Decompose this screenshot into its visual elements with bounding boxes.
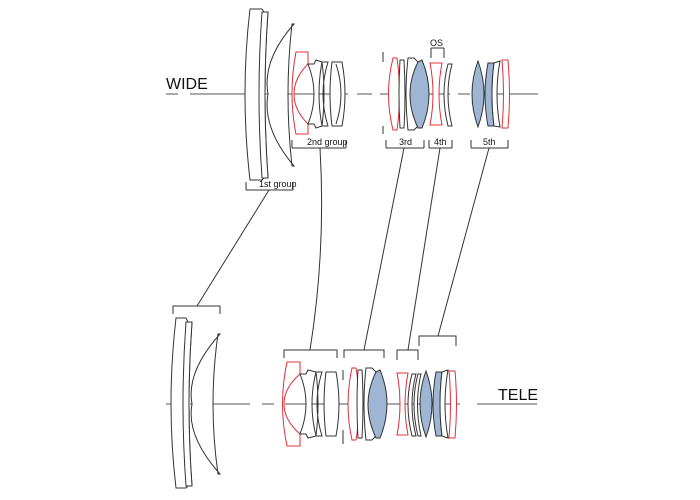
wide-group-brackets: 1st group 2nd group 3rd 4th 5th <box>245 137 509 191</box>
group-1-label: 1st group <box>259 179 297 189</box>
group-3-label: 3rd <box>399 137 412 147</box>
lens-element <box>356 369 364 439</box>
lens-element <box>398 59 406 129</box>
group-3-wide <box>388 57 430 131</box>
group-1-movement-line <box>196 189 270 307</box>
group-5-wide <box>471 59 510 129</box>
lens-element <box>491 60 501 128</box>
lens-element <box>258 11 269 179</box>
lens-element <box>407 373 417 437</box>
group-2-tele-bracket <box>283 349 338 358</box>
lens-element-highlighted <box>409 59 430 129</box>
group-2-label: 2nd group <box>307 137 348 147</box>
group-1-wide <box>244 8 296 181</box>
lens-element-special <box>429 62 443 126</box>
lens-element <box>323 371 340 437</box>
lens-element-highlighted <box>419 369 433 439</box>
lens-element <box>443 63 453 127</box>
lens-element <box>321 61 329 127</box>
group-5-tele-bracket <box>418 335 457 346</box>
group-3-movement-line <box>363 147 405 351</box>
group-5-tele <box>418 335 457 439</box>
group-4-tele-bracket <box>396 349 419 360</box>
lens-element <box>190 333 222 475</box>
lens-element <box>329 61 346 127</box>
group-3-tele-bracket <box>343 349 385 358</box>
lens-element <box>413 373 422 437</box>
cemented-interface <box>335 63 342 125</box>
group-1-tele-bracket <box>172 305 221 314</box>
lens-element-highlighted <box>471 59 485 129</box>
group-4-label: 4th <box>434 137 447 147</box>
group-4-tele <box>396 349 422 437</box>
group-movement-lines <box>196 147 490 351</box>
lens-element-special <box>282 361 301 447</box>
group-4-wide: OS <box>429 38 453 127</box>
lens-element-highlighted <box>367 369 388 439</box>
group-2-wide <box>291 51 346 135</box>
lens-element-special <box>501 59 510 129</box>
tele-label: TELE <box>498 387 538 404</box>
lens-element <box>315 371 323 437</box>
wide-configuration: WIDE <box>166 8 538 191</box>
lens-element-special <box>388 57 400 131</box>
lens-element <box>182 321 193 487</box>
lens-element <box>439 369 449 439</box>
group-5-label: 5th <box>483 137 496 147</box>
wide-label: WIDE <box>166 76 208 93</box>
lens-element <box>266 23 296 167</box>
lens-element-special <box>396 372 409 436</box>
group-2-tele <box>282 349 340 447</box>
lens-element-special <box>448 370 457 439</box>
group-5-movement-line <box>437 147 490 337</box>
group-4-movement-line <box>407 147 441 351</box>
os-label: OS <box>430 38 443 48</box>
tele-configuration: TELE <box>166 305 538 489</box>
group-2-movement-line <box>309 147 323 351</box>
lens-element-special <box>291 51 309 135</box>
group-3-tele <box>343 349 388 441</box>
group-1-tele <box>170 305 222 489</box>
